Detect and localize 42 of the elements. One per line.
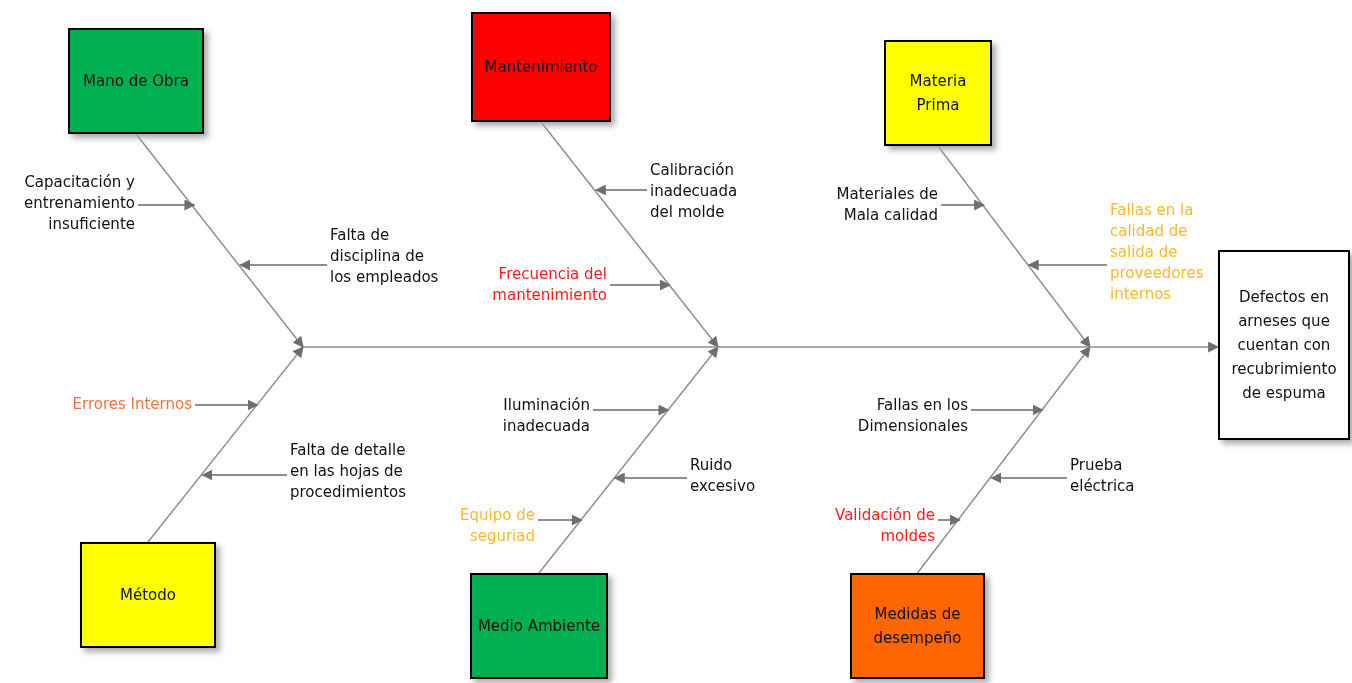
cause-text: Fallas en los Dimensionales [838,395,968,437]
arrow [940,199,986,211]
arrow [194,399,259,411]
category-box: Medio Ambiente [470,573,608,679]
category-box: Mano de Obra [68,28,204,134]
category-box: Mantenimiento [471,12,611,122]
cause-text: Falta de detalle en las hojas de procedimientos [290,440,420,503]
arrow [613,472,688,484]
cause-text: Equipo de seguriad [435,505,535,547]
arrow [990,472,1068,484]
cause-text: Frecuencia del mantenimiento [457,264,607,306]
category-box: Método [80,542,216,648]
cause-text: Iluminación inadecuada [475,395,590,437]
arrow [970,404,1044,416]
cause-text: Errores Internos [72,394,192,415]
arrow [201,469,288,481]
arrow [592,404,670,416]
bone-arrow [916,346,1091,574]
cause-text: Validación de moldes [825,505,935,547]
cause-text: Fallas en la calidad de salida de proveedores internos [1110,200,1216,305]
cause-text: Materiales de Mala calidad [808,184,938,226]
bone-arrow [135,133,304,348]
arrow [1027,259,1108,271]
arrow [594,184,648,196]
bone-arrow [147,346,304,543]
cause-text: Falta de disciplina de los empleados [330,225,442,288]
arrow [239,259,328,271]
cause-text: Capacitación y entrenamiento insuficiente [0,172,135,235]
cause-text: Calibración inadecuada del molde [650,160,760,223]
arrow [537,514,583,526]
bone-arrow [937,145,1091,348]
spine-arrow [302,341,1220,353]
arrow [609,279,671,291]
cause-text: Ruido excesivo [690,455,780,497]
bone-arrow [538,346,719,574]
category-box: Medidas de desempeño [850,573,985,679]
arrow [937,514,961,526]
arrow [137,199,196,211]
category-box: Materia Prima [884,40,992,146]
cause-text: Prueba eléctrica [1070,455,1165,497]
effect-box: Defectos en arneses que cuentan con recubrimiento de espuma [1218,250,1350,440]
bone-arrow [540,121,719,348]
